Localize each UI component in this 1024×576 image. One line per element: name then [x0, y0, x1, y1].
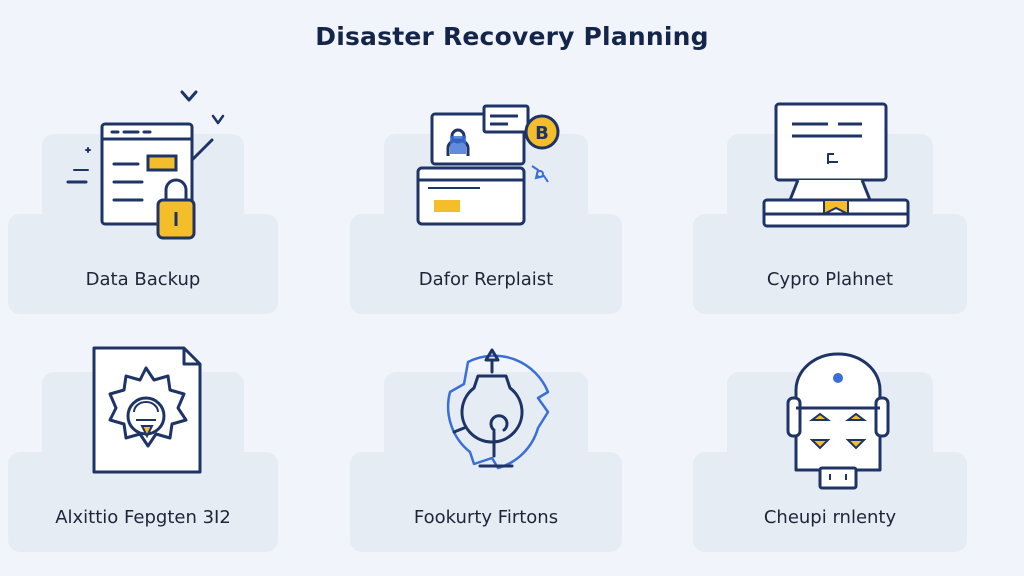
replication-icon: B — [416, 104, 560, 226]
card-label: Cheupi rnlenty — [763, 507, 897, 528]
card-label: Fookurty Firtons — [413, 507, 559, 528]
card-body — [350, 214, 622, 314]
recovery-cycle-icon — [446, 348, 550, 470]
data-backup-icon — [66, 90, 225, 240]
svg-text:B: B — [535, 123, 549, 144]
card-label: Cypro Plahnet — [766, 269, 894, 290]
card-label: Data Backup — [85, 269, 201, 290]
page-title: Disaster Recovery Planning — [315, 22, 709, 51]
card-label: Alxittio Fepgten 3I2 — [55, 507, 231, 528]
robot-device-icon — [786, 352, 890, 490]
card-body — [693, 214, 967, 314]
server-plan-icon — [762, 102, 910, 228]
card-label: Dafor Rerplaist — [418, 269, 554, 290]
gear-document-icon — [92, 346, 202, 474]
card-body — [350, 452, 622, 552]
card-recovery-cycle[interactable]: Fookurty Firtons — [350, 372, 622, 552]
card-tab — [384, 372, 588, 458]
card-body — [8, 214, 278, 314]
